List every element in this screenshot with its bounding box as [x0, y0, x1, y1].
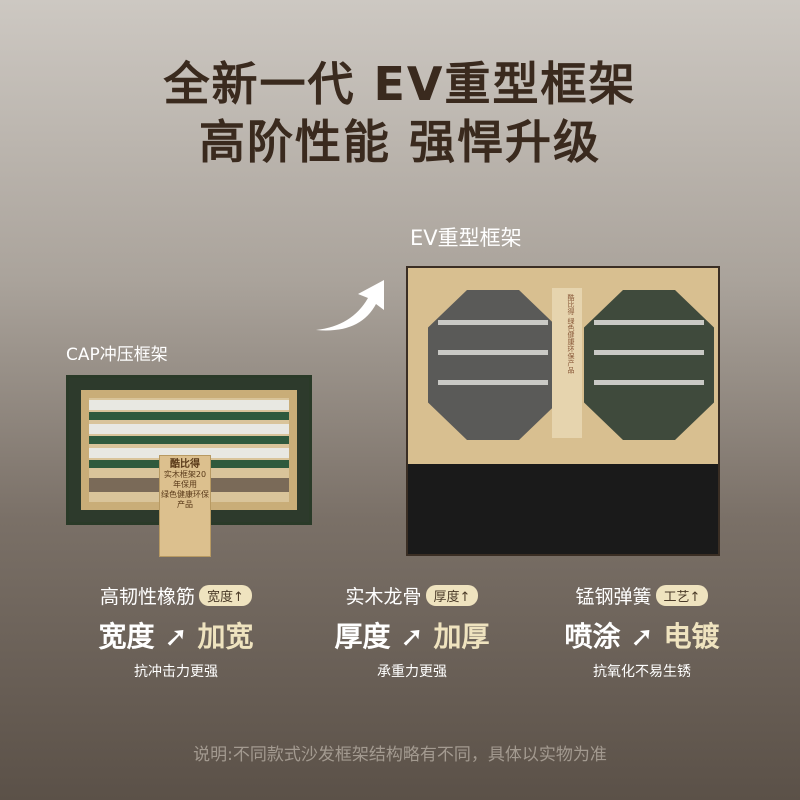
disclaimer: 说明:不同款式沙发框架结构略有不同，具体以实物为准: [193, 745, 607, 765]
feature-rubber-band: 高韧性橡筋宽度↑ 宽度 ➚ 加宽 抗冲击力更强: [98, 585, 254, 680]
feature-wood-keel: 实木龙骨厚度↑ 厚度 ➚ 加厚 承重力更强: [334, 585, 490, 680]
curved-arrow-icon: [316, 280, 384, 331]
ev-frame-label: EV重型框架: [410, 226, 522, 250]
feature-steel-spring: 锰钢弹簧工艺↑ 喷涂 ➚ 电镀 抗氧化不易生锈: [564, 585, 720, 680]
ev-frame-image: 酷比得 绿色健康环保产品: [406, 266, 720, 556]
headline: 全新一代 EV重型框架: [163, 57, 637, 111]
subheadline: 高阶性能 强悍升级: [198, 115, 601, 169]
product-tag: 酷比得实木框架20年保用绿色健康环保产品: [159, 455, 211, 557]
cap-frame-label: CAP冲压框架: [66, 345, 168, 365]
